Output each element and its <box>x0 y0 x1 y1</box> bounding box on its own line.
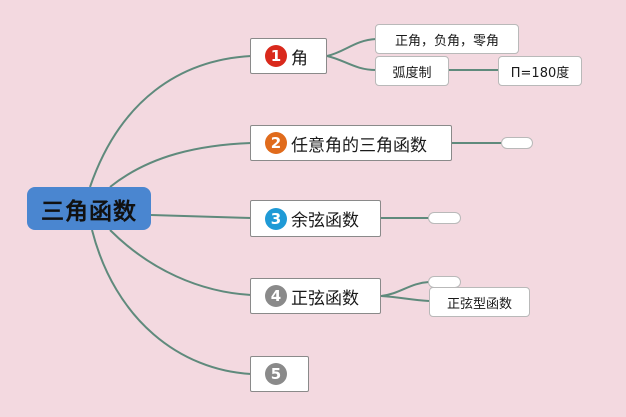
topic-node-4[interactable]: 4 正弦函数 <box>250 278 381 314</box>
empty-subtopic-3[interactable] <box>428 212 461 224</box>
subtopic-sine-type-label: 正弦型函数 <box>446 296 512 312</box>
number-badge-5: 5 <box>265 363 287 385</box>
topic-label-2: 任意角的三角函数 <box>291 135 427 156</box>
number-badge-2: 2 <box>265 132 287 154</box>
number-badge-4: 4 <box>265 285 287 307</box>
empty-subtopic-2[interactable] <box>501 137 533 149</box>
topic-label-3: 余弦函数 <box>291 211 359 231</box>
subtopic-radian-label: 弧度制 <box>392 65 432 81</box>
root-node[interactable]: 三角函数 <box>27 187 151 230</box>
subtopic-radian[interactable]: 弧度制 <box>375 56 449 86</box>
topic-label-1: 角 <box>291 48 308 69</box>
subtopic-radian-value[interactable]: Π=180度 <box>498 56 582 86</box>
subtopic-sine-type[interactable]: 正弦型函数 <box>429 287 530 317</box>
connector-sine-sub-1 <box>380 295 430 302</box>
topic-node-1[interactable]: 1 角 <box>250 38 327 74</box>
connector-root-topic-2 <box>109 142 252 188</box>
number-badge-3: 3 <box>265 207 287 230</box>
connector-root-topic-1 <box>89 55 252 188</box>
connector-root-topic-5 <box>91 229 252 375</box>
connector-sine-stub <box>380 281 430 297</box>
topic-node-3[interactable]: 3 余弦函数 <box>250 200 381 237</box>
topic-node-5[interactable]: 5 <box>250 356 309 392</box>
subtopic-radian-value-label: Π=180度 <box>510 65 570 81</box>
root-label: 三角函数 <box>41 198 137 225</box>
connector-angle-sub-1 <box>326 38 377 57</box>
connector-angle-sub-2 <box>326 55 377 71</box>
topic-node-2[interactable]: 2 任意角的三角函数 <box>250 125 452 161</box>
number-badge-1: 1 <box>265 45 287 67</box>
connector-root-topic-3 <box>150 214 252 219</box>
topic-label-4: 正弦函数 <box>291 288 359 309</box>
subtopic-angle-types[interactable]: 正角，负角，零角 <box>375 24 519 54</box>
connector-root-topic-4 <box>109 229 252 296</box>
subtopic-angle-types-label: 正角，负角，零角 <box>394 33 499 49</box>
